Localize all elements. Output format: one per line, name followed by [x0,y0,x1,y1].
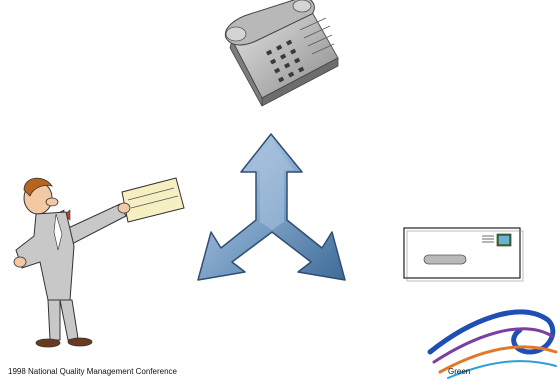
conference-caption: 1998 National Quality Management Confere… [8,367,177,376]
presenter-name: Green [448,367,471,376]
